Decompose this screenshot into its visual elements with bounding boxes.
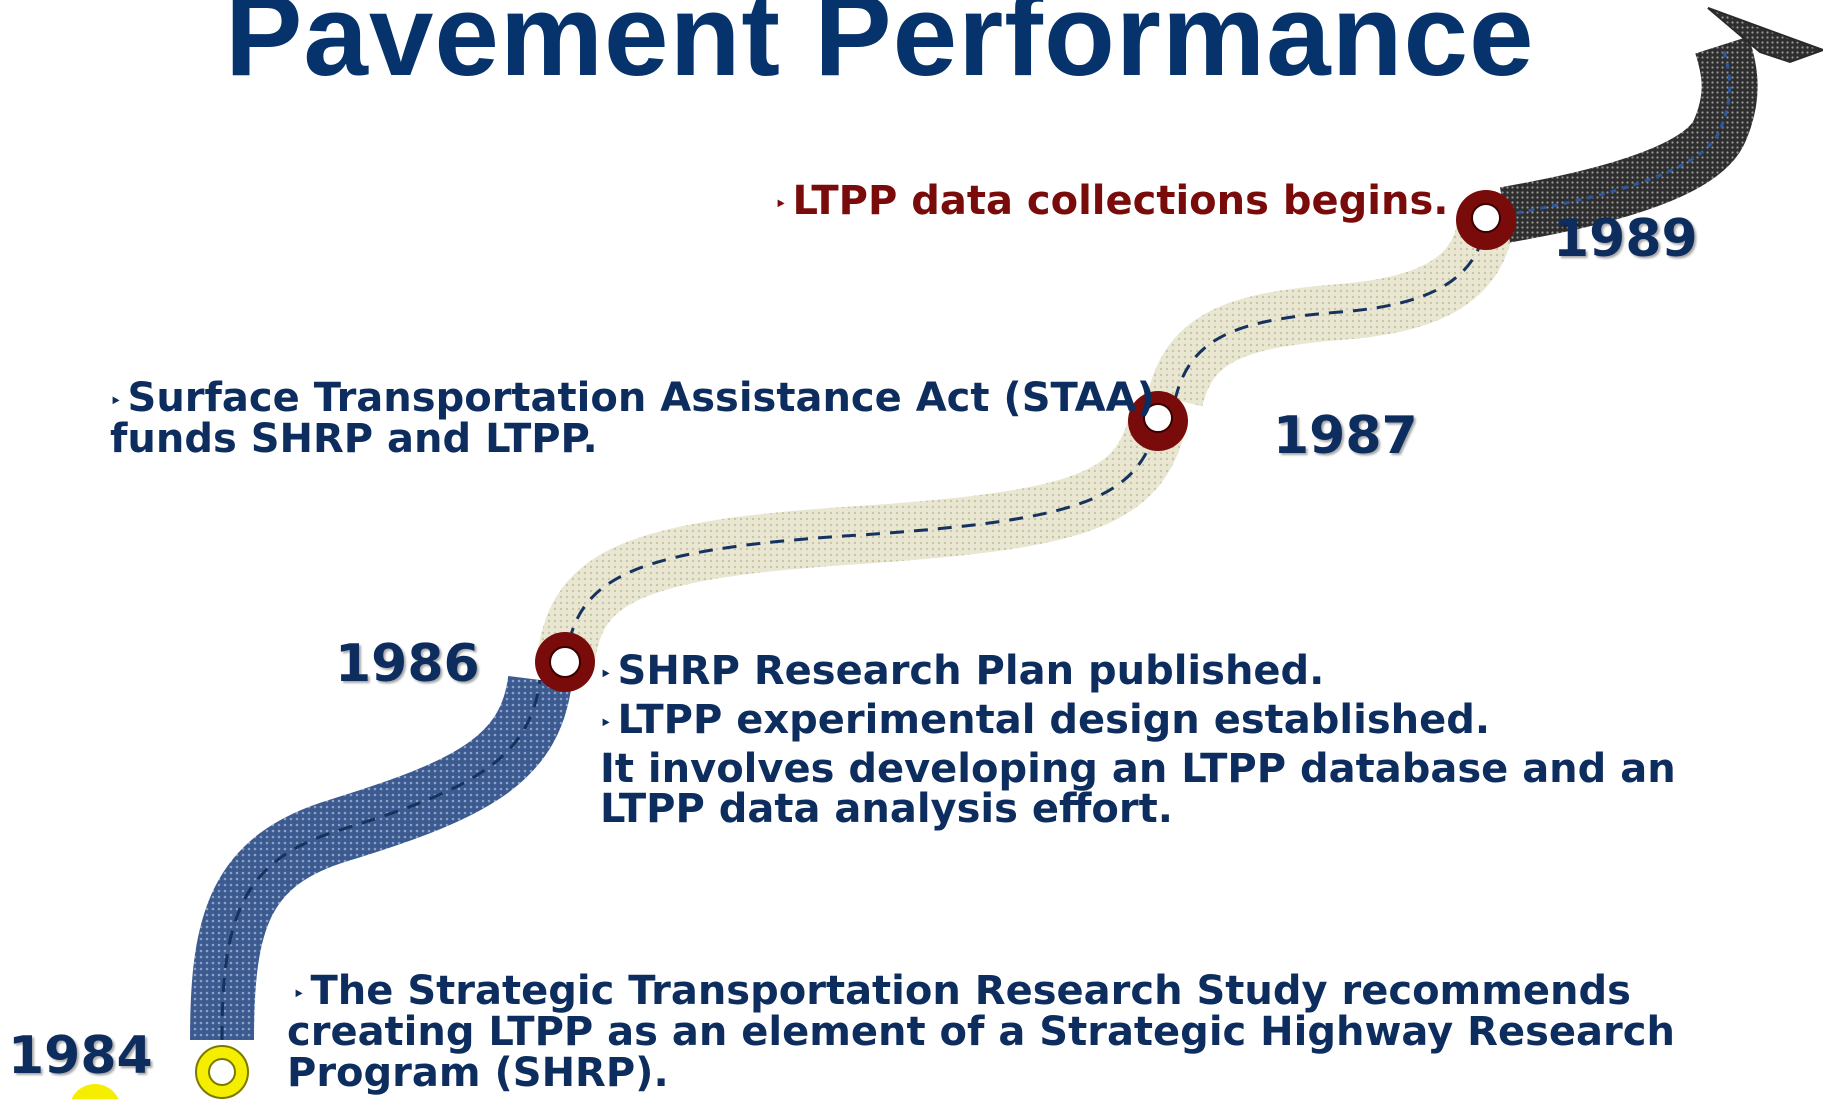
event-1986-item3: It involves developing an LTPP database … <box>600 745 1676 792</box>
marker-1989 <box>1456 190 1516 250</box>
event-1984-text-line3: Program (SHRP). <box>287 1049 669 1096</box>
event-1986-item2: LTPP experimental design established. <box>617 696 1491 743</box>
event-1987: ‣Surface Transportation Assistance Act (… <box>110 378 1155 460</box>
event-1987-text: Surface Transportation Assistance Act (S… <box>127 375 1155 421</box>
bullet-icon: ‣ <box>600 712 612 734</box>
bullet-icon: ‣ <box>775 194 787 215</box>
event-1986: ‣SHRP Research Plan published. ‣LTPP exp… <box>600 651 1676 830</box>
event-1989: ‣LTPP data collections begins. <box>775 181 1448 222</box>
road-arrow-head <box>1707 7 1823 64</box>
event-1984-text-line2: creating LTPP as an element of a Strateg… <box>287 1008 1675 1055</box>
bullet-icon: ‣ <box>600 664 612 685</box>
marker-1984 <box>71 1045 249 1099</box>
marker-1986 <box>535 632 595 692</box>
event-1986-item3-line2: LTPP data analysis effort. <box>600 786 1173 833</box>
road-segment-1987-1989 <box>1147 216 1514 408</box>
bullet-icon: ‣ <box>293 984 305 1005</box>
event-1986-item1: SHRP Research Plan published. <box>617 648 1325 694</box>
year-label-1984: 1984 <box>8 1026 153 1086</box>
event-1984-text: The Strategic Transportation Research St… <box>310 968 1631 1014</box>
event-1984: ‣The Strategic Transportation Research S… <box>287 971 1675 1093</box>
road-arrow-body <box>1499 36 1758 243</box>
year-label-1987: 1987 <box>1273 406 1418 466</box>
marker-1987 <box>1128 391 1188 451</box>
page-title: Pavement Performance <box>225 0 1535 100</box>
year-label-1989: 1989 <box>1553 209 1698 269</box>
event-1989-text: LTPP data collections begins. <box>792 178 1449 224</box>
year-label-1986: 1986 <box>335 634 480 694</box>
event-1987-text-line2: funds SHRP and LTPP. <box>110 415 598 462</box>
bullet-icon: ‣ <box>110 391 122 412</box>
